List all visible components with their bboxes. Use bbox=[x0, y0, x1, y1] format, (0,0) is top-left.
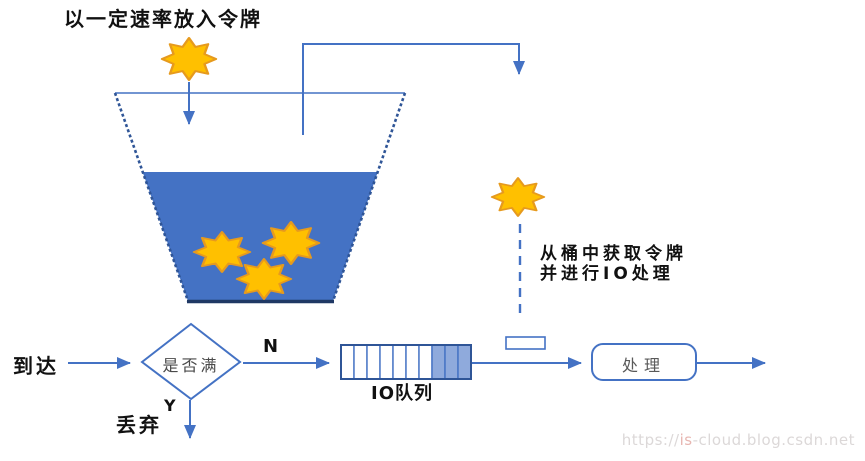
io-queue-cell bbox=[366, 344, 381, 380]
watermark-suffix: -cloud.blog.csdn.net bbox=[692, 431, 855, 449]
token-slot-rect bbox=[505, 336, 546, 350]
io-queue-cells bbox=[340, 344, 472, 380]
io-queue-cell bbox=[353, 344, 368, 380]
label-branch-no: N bbox=[263, 336, 279, 357]
watermark-prefix: https:// bbox=[621, 431, 680, 449]
bucket bbox=[113, 92, 407, 304]
label-io-queue: IO队列 bbox=[371, 383, 433, 404]
watermark-highlight: is bbox=[679, 431, 693, 449]
io-queue-cell bbox=[418, 344, 433, 380]
label-branch-yes: Y bbox=[164, 396, 176, 415]
io-queue-cell bbox=[431, 344, 446, 380]
token-icon bbox=[235, 257, 293, 301]
io-queue-cell bbox=[405, 344, 420, 380]
title-put-tokens: 以一定速率放入令牌 bbox=[64, 7, 262, 31]
watermark-url: https://is-cloud.blog.csdn.net bbox=[622, 431, 855, 449]
token-icon bbox=[261, 220, 321, 266]
io-queue-cell bbox=[379, 344, 394, 380]
label-decision-is-full: 是否满 bbox=[162, 356, 220, 375]
token-icon bbox=[160, 36, 218, 82]
bucket-water bbox=[142, 172, 378, 301]
io-queue-cell bbox=[340, 344, 355, 380]
bucket-right-side bbox=[331, 92, 407, 302]
label-arrive: 到达 bbox=[13, 354, 59, 378]
token-icon bbox=[192, 230, 252, 274]
note-take-token-line1: 从桶中获取令牌 bbox=[540, 244, 687, 264]
process-box bbox=[591, 343, 697, 381]
token-icon bbox=[490, 176, 546, 218]
note-take-token-line2: 并进行IO处理 bbox=[540, 264, 674, 284]
label-process: 处理 bbox=[621, 356, 666, 375]
label-discard: 丢弃 bbox=[116, 413, 162, 437]
io-queue-outline bbox=[340, 344, 472, 380]
arrow-bucket-to-token bbox=[302, 43, 525, 135]
bucket-left-side bbox=[113, 92, 190, 302]
io-queue-cell bbox=[392, 344, 407, 380]
io-queue-cell bbox=[444, 344, 459, 380]
note-take-token: 从桶中获取令牌 并进行IO处理 bbox=[540, 244, 687, 284]
decision-diamond bbox=[140, 322, 242, 401]
io-queue-cell bbox=[457, 344, 472, 380]
